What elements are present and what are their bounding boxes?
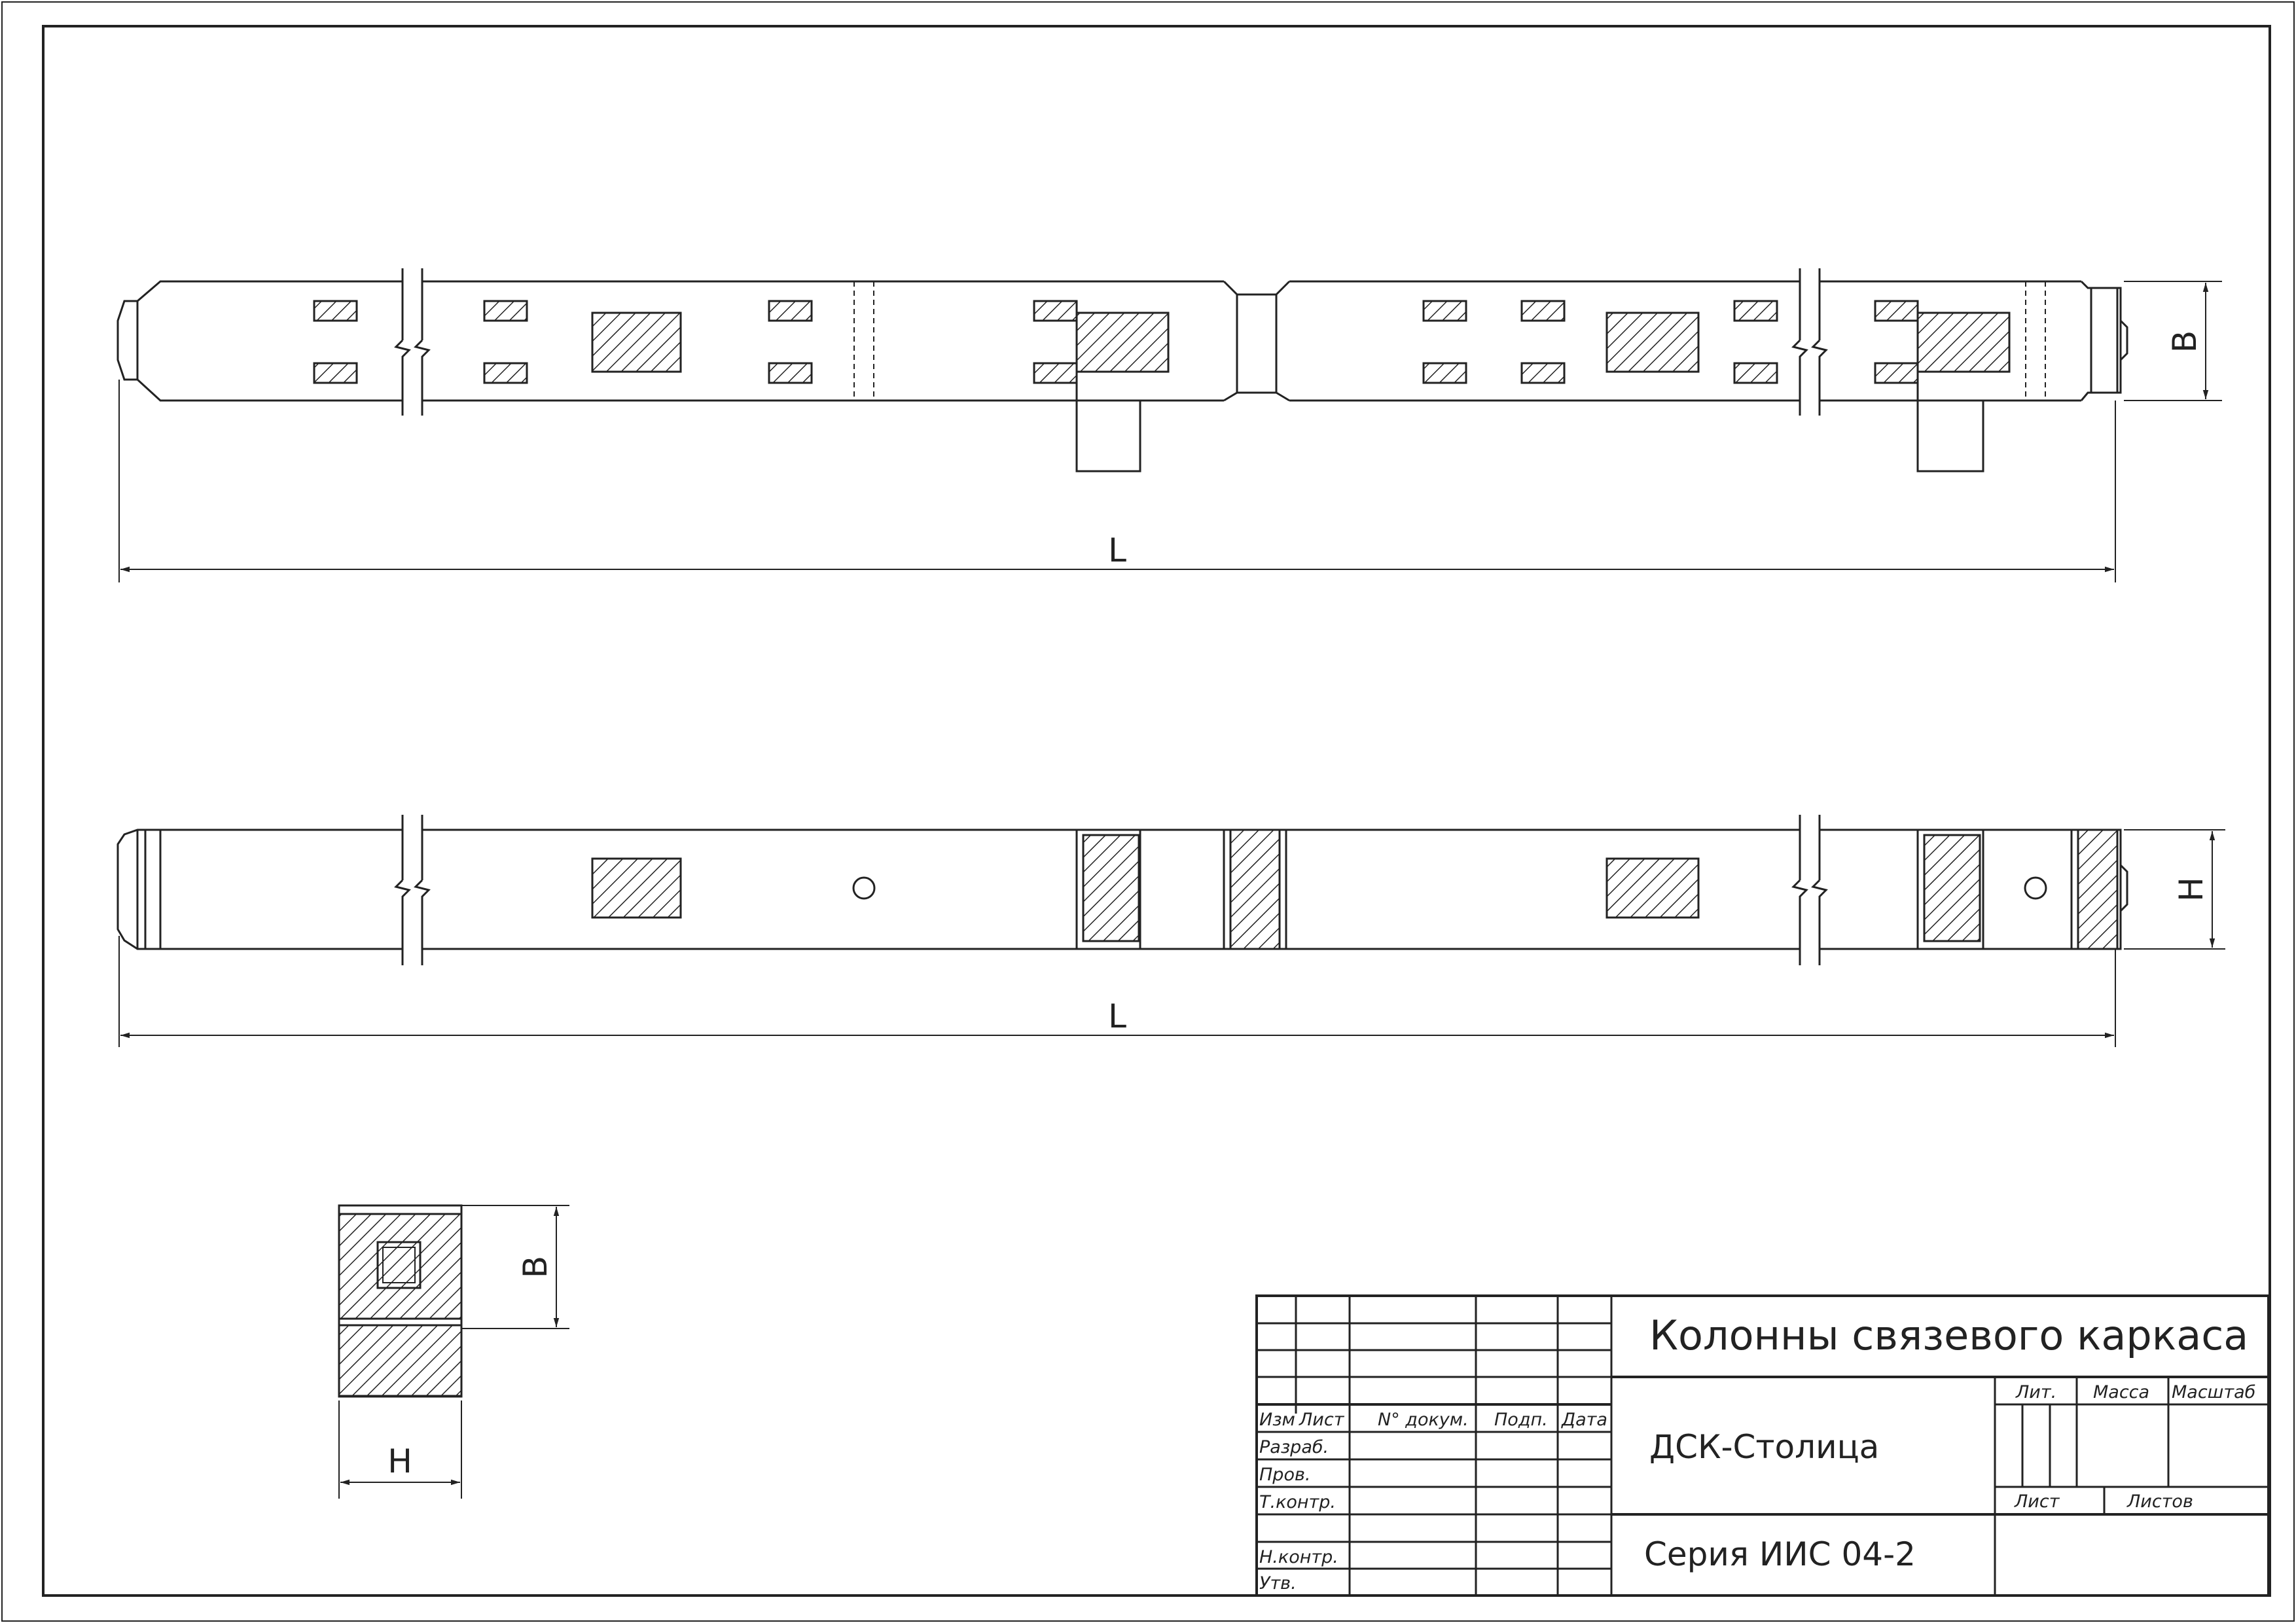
drawing-frame [42,25,2271,1597]
meta-massa: Масса [2093,1382,2149,1402]
organization-name: ДСК-Столица [1649,1428,1879,1466]
header-n-dokum: N° докум. [1378,1410,1469,1430]
role-prov: Пров. [1259,1465,1310,1485]
header-izm: Изм [1259,1410,1295,1430]
dimension-b-label: B [2166,330,2204,353]
dimension-h-side: H [2124,829,2225,950]
title-block: Колонны связевого каркаса ДСК-Столица Се… [1255,1294,2270,1597]
meta-masshtab: Масштаб [2172,1382,2255,1402]
drawing-title: Колонны связевого каркаса [1649,1311,2248,1359]
column-top-view [117,268,2128,473]
meta-list: Лист [2014,1491,2060,1512]
dimension-b-label-section: B [516,1256,554,1278]
dimension-h-section: H [338,1400,462,1499]
dimension-b-top: B [2124,281,2222,401]
column-side-view [117,815,2128,965]
role-razrab: Разраб. [1259,1437,1329,1457]
meta-lit: Лит. [2015,1382,2056,1402]
header-list: Лист [1299,1410,1345,1430]
dimension-l-label-top: L [1108,531,1126,569]
dimension-h-label-section: H [387,1442,412,1480]
meta-listov: Листов [2126,1491,2193,1512]
dimension-l-side: L [118,936,2116,1047]
cross-section [338,1204,463,1398]
header-data: Дата [1561,1410,1607,1430]
dimension-l-label-side: L [1108,997,1126,1035]
header-podp: Подп. [1494,1410,1548,1430]
role-n-kontr: Н.контр. [1259,1547,1338,1567]
series-name: Серия ИИС 04-2 [1644,1535,1916,1573]
role-utv: Утв. [1259,1573,1297,1594]
dimension-h-label-side: H [2172,877,2210,902]
role-t-kontr: Т.контр. [1259,1492,1336,1512]
dimension-l-top: L [118,380,2116,582]
dimension-b-section: B [461,1205,569,1329]
